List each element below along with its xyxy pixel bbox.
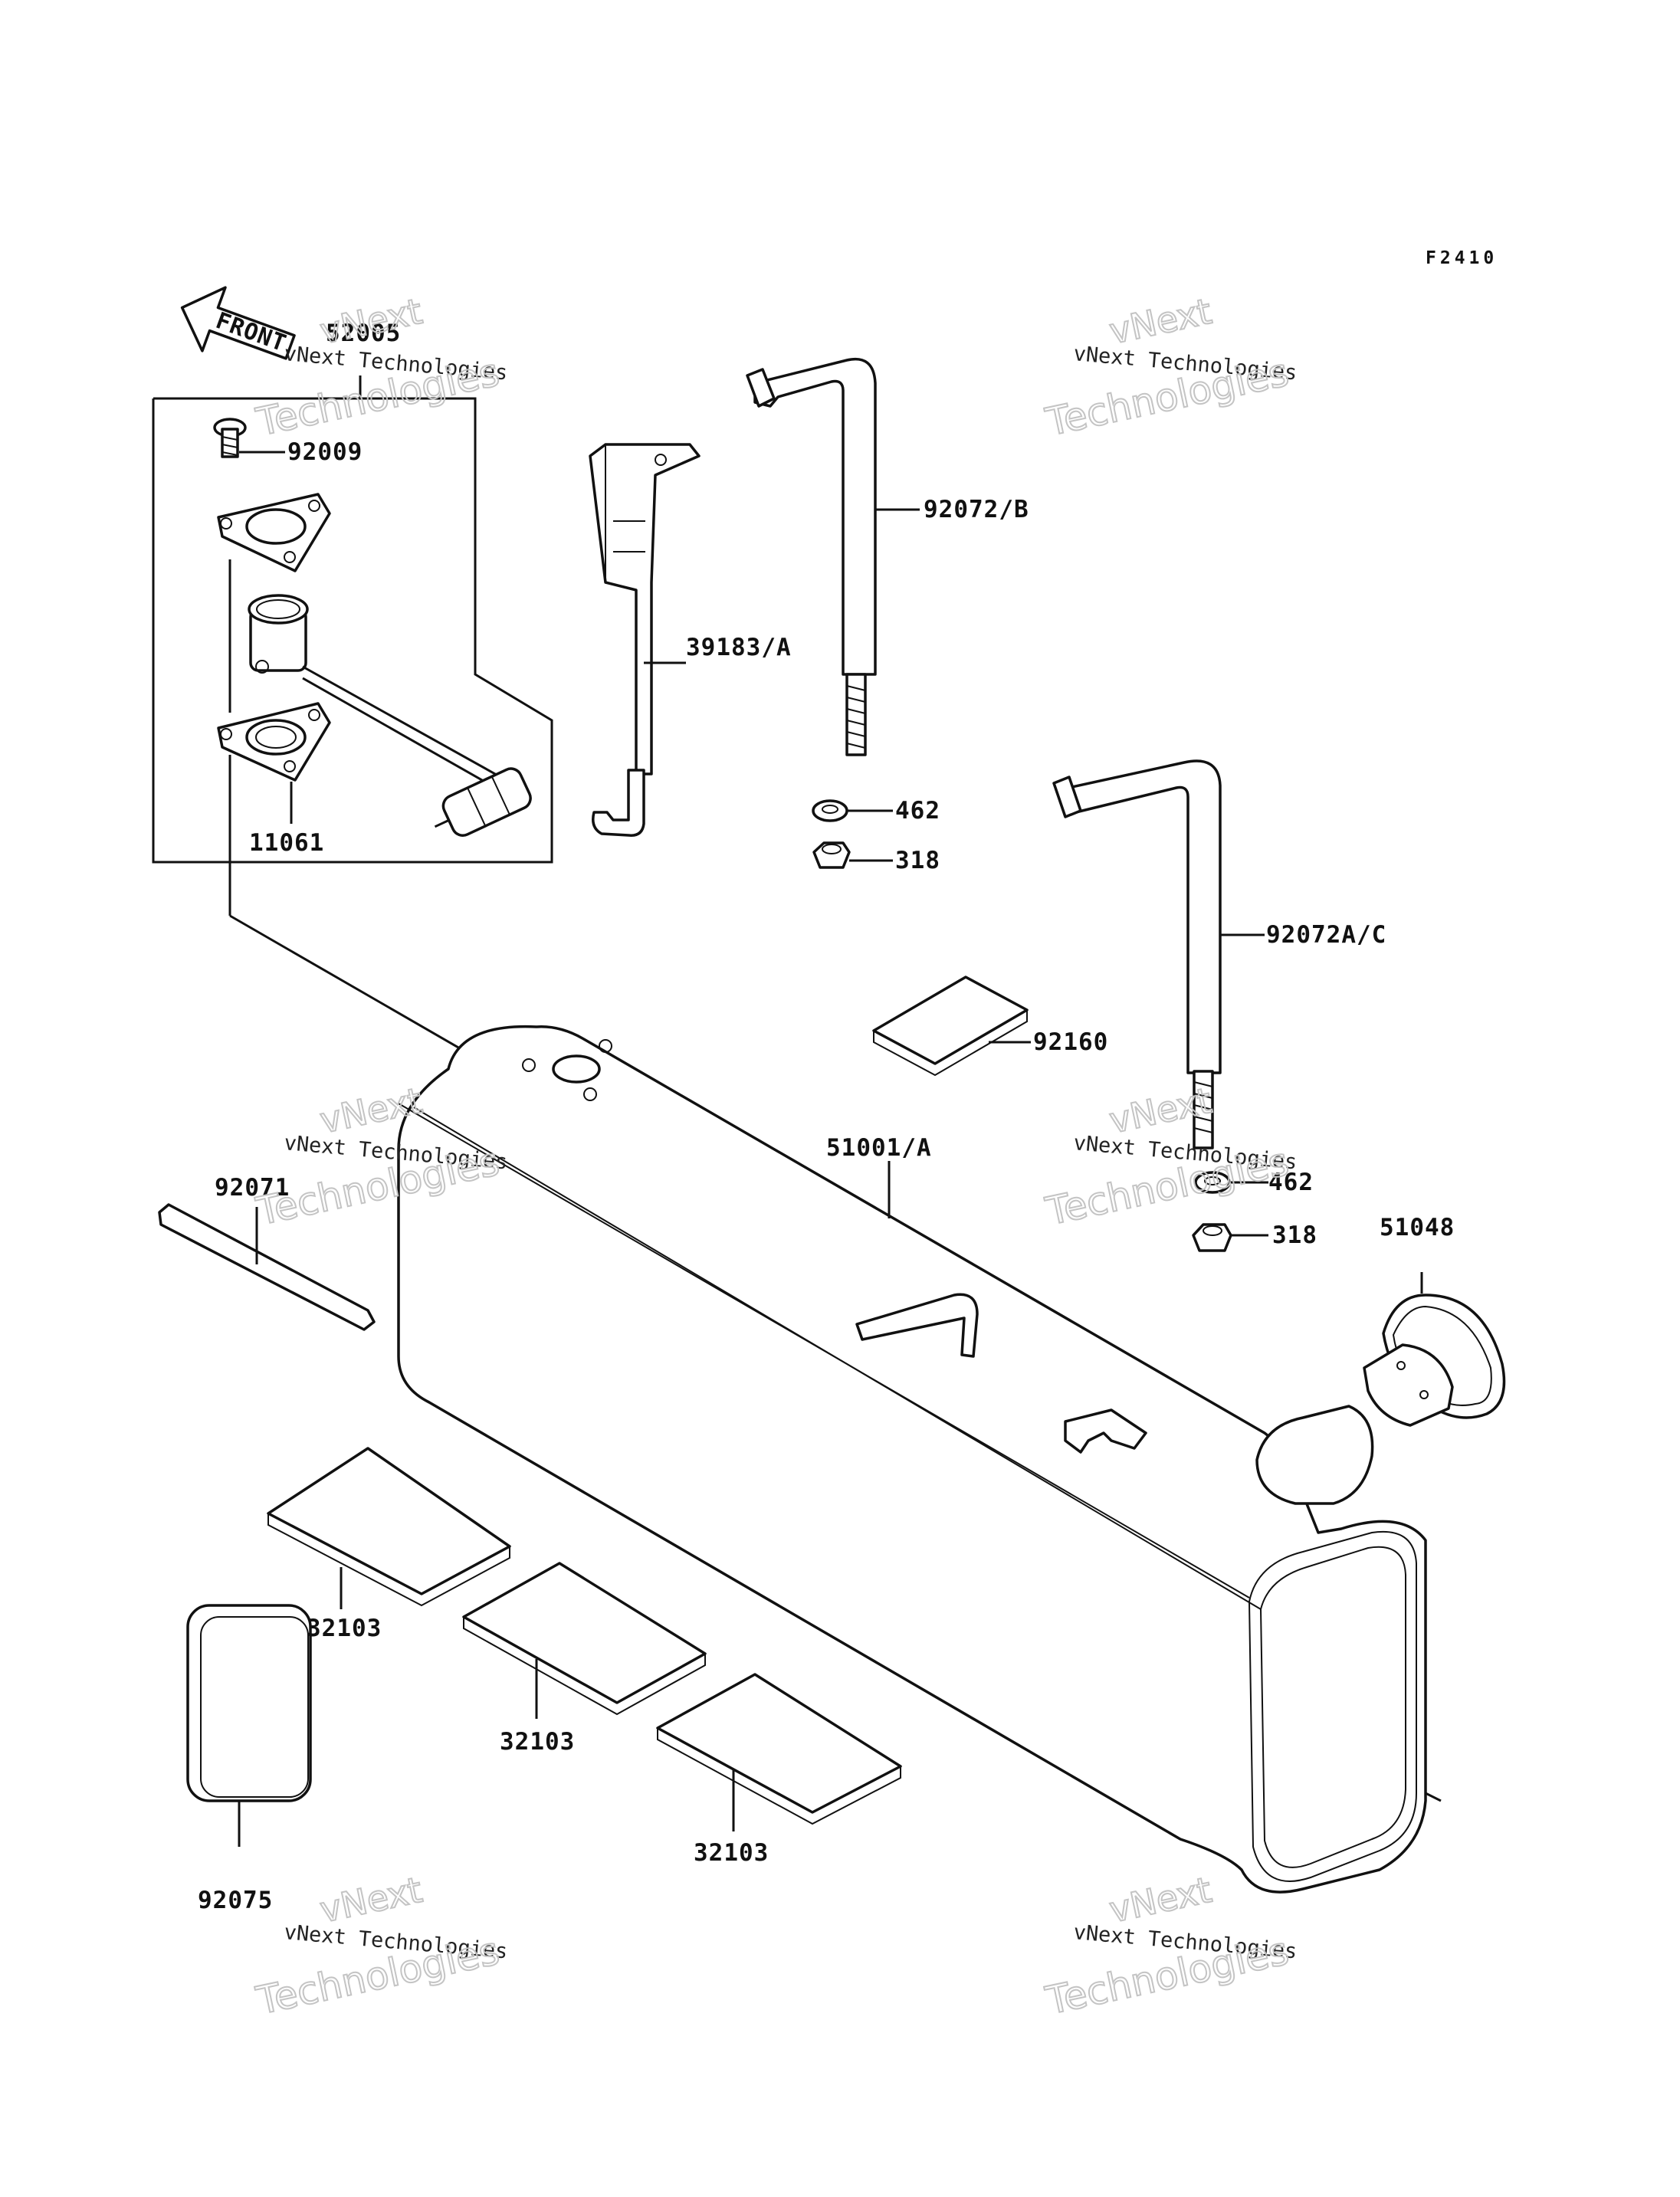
fuel-tank-stay-39183 bbox=[589, 443, 701, 837]
part-label-92072b[interactable]: 92072/B bbox=[924, 496, 1029, 523]
nut-318-bottom bbox=[1192, 1223, 1268, 1252]
svg-text:vNext: vNext bbox=[317, 1869, 426, 1931]
fuel-sender-unit-11061 bbox=[248, 594, 532, 837]
svg-text:vNext: vNext bbox=[1106, 1869, 1216, 1931]
part-label-318-top[interactable]: 318 bbox=[895, 847, 940, 874]
gasket-plate-top bbox=[217, 493, 331, 572]
part-label-92075[interactable]: 92075 bbox=[198, 1887, 273, 1914]
strap-92071 bbox=[158, 1203, 376, 1331]
sender-assembly-frame bbox=[152, 375, 553, 864]
nut-318-top bbox=[812, 841, 893, 869]
watermark-5: vNext vNext Technologies Technologies bbox=[251, 1868, 508, 2025]
pad-92160 bbox=[872, 976, 1031, 1077]
part-label-51001[interactable]: 51001/A bbox=[826, 1134, 932, 1162]
front-arrow-icon: FRONT bbox=[180, 286, 296, 360]
part-label-39183[interactable]: 39183/A bbox=[686, 634, 792, 661]
lock-washer-462-top bbox=[812, 799, 893, 822]
figure-code: F2410 bbox=[1426, 248, 1498, 268]
part-label-32103-b[interactable]: 32103 bbox=[500, 1728, 575, 1756]
watermark-1: vNext vNext Technologies Technologies bbox=[251, 290, 508, 446]
pad-32103-a bbox=[267, 1447, 511, 1609]
watermark-6: vNext vNext Technologies Technologies bbox=[1041, 1868, 1298, 2025]
part-label-462-bottom[interactable]: 462 bbox=[1268, 1169, 1314, 1196]
watermark-2: vNext vNext Technologies Technologies bbox=[1041, 290, 1298, 446]
part-label-92071[interactable]: 92071 bbox=[215, 1174, 290, 1202]
pad-92075 bbox=[186, 1604, 312, 1847]
svg-text:vNext: vNext bbox=[1106, 290, 1216, 353]
screw-92009 bbox=[213, 418, 285, 458]
part-label-11061[interactable]: 11061 bbox=[249, 829, 324, 857]
part-label-92072ac[interactable]: 92072A/C bbox=[1266, 921, 1386, 949]
watermark-4: vNext vNext Technologies Technologies bbox=[1041, 1079, 1298, 1235]
gasket-plate-bottom bbox=[217, 702, 331, 782]
part-label-32103-c[interactable]: 32103 bbox=[694, 1839, 769, 1867]
part-label-92009[interactable]: 92009 bbox=[287, 438, 363, 466]
fuel-tank-51001 bbox=[397, 1025, 1442, 1894]
pad-32103-c bbox=[656, 1673, 902, 1831]
part-label-52005[interactable]: 52005 bbox=[326, 320, 401, 347]
fuel-tank-band-92072b bbox=[746, 357, 920, 756]
lock-washer-462-bottom bbox=[1194, 1171, 1268, 1194]
filler-cap-51048 bbox=[1363, 1272, 1506, 1427]
part-label-32103-a[interactable]: 32103 bbox=[307, 1615, 382, 1642]
pad-32103-b bbox=[462, 1562, 707, 1719]
part-label-462-top[interactable]: 462 bbox=[895, 797, 940, 825]
part-label-318-bottom[interactable]: 318 bbox=[1272, 1221, 1317, 1249]
part-label-92160[interactable]: 92160 bbox=[1033, 1028, 1108, 1056]
front-label: FRONT bbox=[212, 307, 290, 357]
part-label-51048[interactable]: 51048 bbox=[1380, 1214, 1455, 1241]
fuel-tank-band-92072ac bbox=[1052, 759, 1265, 1149]
